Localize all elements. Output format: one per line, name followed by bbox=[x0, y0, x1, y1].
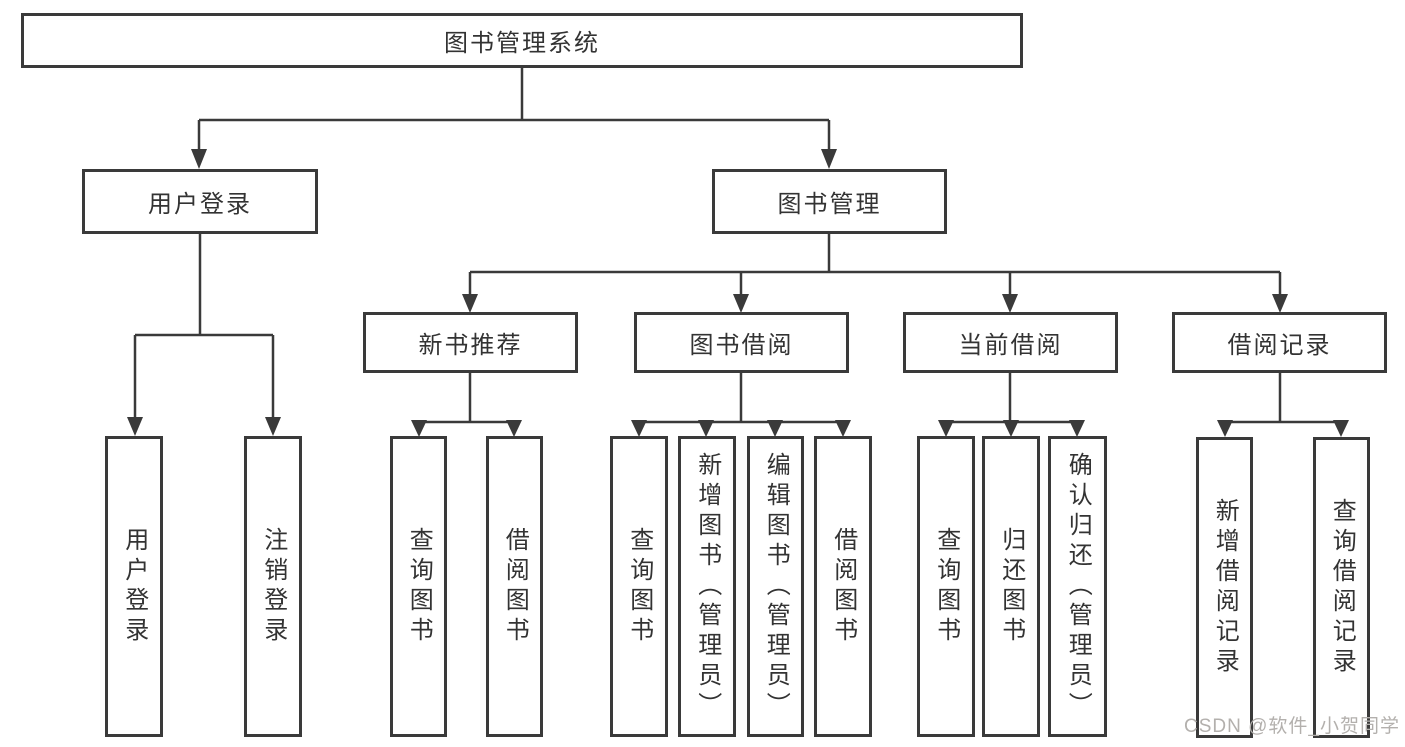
node-label: 新书推荐 bbox=[418, 332, 523, 359]
leaf-query-borrow-record: 查询借阅记录 bbox=[1313, 437, 1370, 738]
node-user-login: 用户登录 bbox=[82, 169, 318, 234]
connector-recommendation-children bbox=[419, 373, 514, 424]
node-label: 新增借阅记录 bbox=[1211, 497, 1239, 678]
leaf-borrow-books-borrowing: 借阅图书 bbox=[814, 436, 872, 737]
leaf-confirm-return-admin: 确认归还（管理员） bbox=[1048, 436, 1107, 737]
node-current-borrowing: 当前借阅 bbox=[903, 312, 1118, 373]
connector-user-login-children bbox=[133, 234, 275, 420]
node-label: 注销登录 bbox=[259, 526, 287, 647]
node-label: 查询图书 bbox=[932, 526, 960, 647]
connector-root-to-level2 bbox=[197, 68, 831, 151]
node-label: 查询图书 bbox=[405, 526, 433, 647]
node-library-management-system: 图书管理系统 bbox=[21, 13, 1023, 68]
node-label: 新增图书（管理员） bbox=[693, 451, 721, 722]
node-label: 确认归还（管理员） bbox=[1064, 451, 1092, 722]
node-label: 编辑图书（管理员） bbox=[762, 451, 790, 722]
node-label: 借阅记录 bbox=[1227, 332, 1332, 359]
connector-records-children bbox=[1225, 373, 1341, 424]
leaf-user-login: 用户登录 bbox=[105, 436, 163, 737]
leaf-query-books-current: 查询图书 bbox=[917, 436, 975, 737]
leaf-add-borrow-record: 新增借阅记录 bbox=[1196, 437, 1253, 738]
connector-current-children bbox=[946, 373, 1077, 424]
leaf-query-books-borrowing: 查询图书 bbox=[610, 436, 668, 737]
node-label: 查询借阅记录 bbox=[1328, 497, 1356, 678]
watermark-text: CSDN @软件_小贺同学 bbox=[1184, 716, 1400, 737]
node-label: 归还图书 bbox=[997, 526, 1025, 647]
node-label: 借阅图书 bbox=[829, 526, 857, 647]
node-label: 借阅图书 bbox=[501, 526, 529, 647]
node-book-management: 图书管理 bbox=[712, 169, 947, 234]
node-label: 图书借阅 bbox=[689, 332, 794, 359]
node-label: 当前借阅 bbox=[958, 332, 1063, 359]
node-label: 图书管理 bbox=[777, 191, 882, 218]
node-label: 用户登录 bbox=[148, 191, 252, 218]
node-new-book-recommendation: 新书推荐 bbox=[363, 312, 578, 373]
connector-book-management-children bbox=[468, 234, 1282, 296]
leaf-return-books: 归还图书 bbox=[982, 436, 1040, 737]
leaf-edit-books-admin: 编辑图书（管理员） bbox=[747, 436, 804, 737]
leaf-borrow-books-recommendation: 借阅图书 bbox=[486, 436, 543, 737]
leaf-query-books-recommendation: 查询图书 bbox=[390, 436, 447, 737]
connector-borrowing-children bbox=[639, 373, 843, 424]
node-book-borrowing: 图书借阅 bbox=[634, 312, 849, 373]
node-label: 查询图书 bbox=[625, 526, 653, 647]
node-borrowing-records: 借阅记录 bbox=[1172, 312, 1387, 373]
node-label: 用户登录 bbox=[120, 526, 148, 647]
leaf-add-books-admin: 新增图书（管理员） bbox=[678, 436, 736, 737]
leaf-logout-login: 注销登录 bbox=[244, 436, 302, 737]
node-label: 图书管理系统 bbox=[444, 30, 600, 57]
